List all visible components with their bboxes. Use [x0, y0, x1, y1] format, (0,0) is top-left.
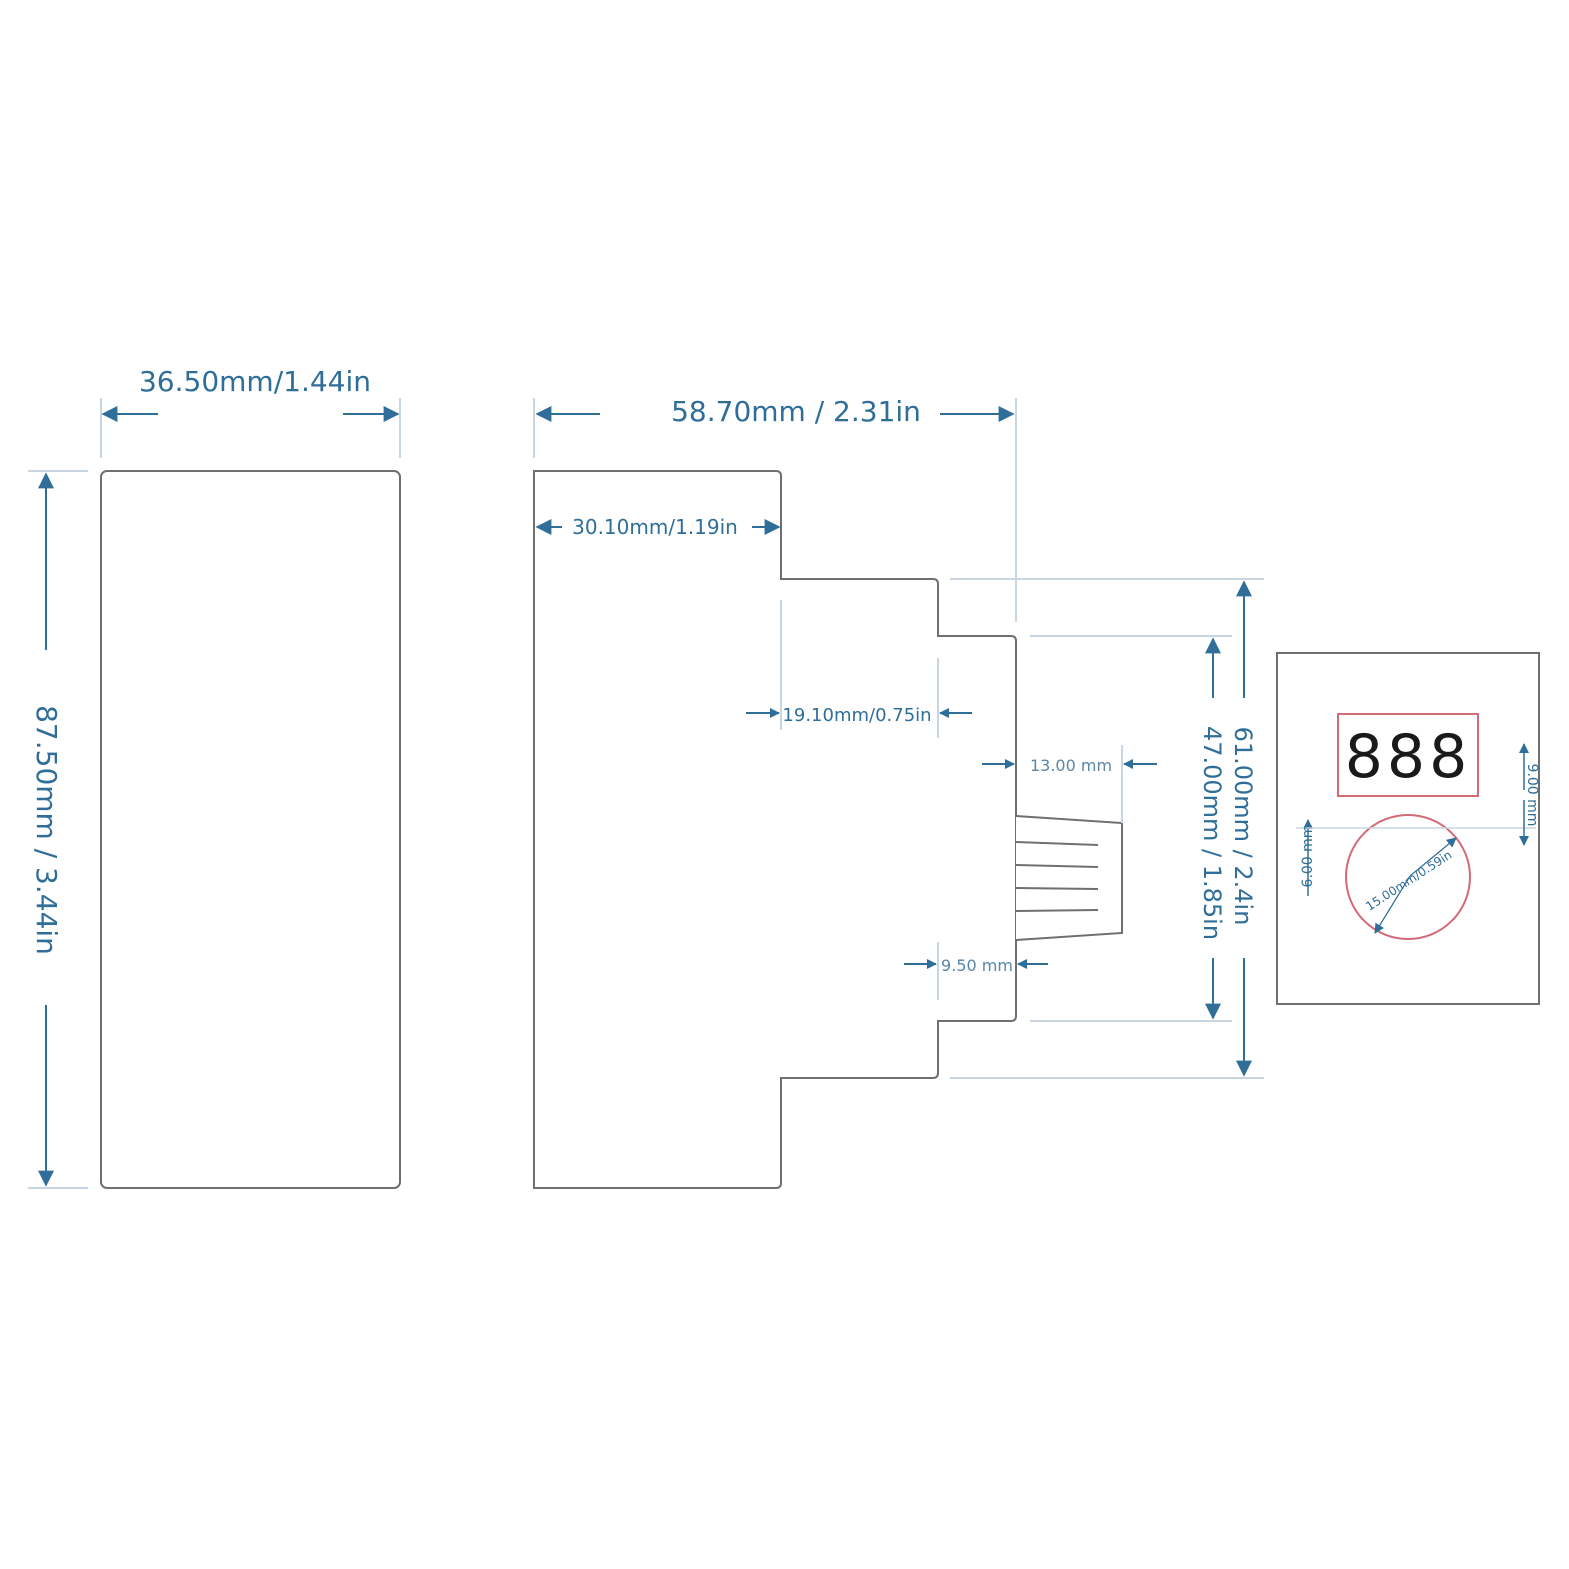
- front-view: 36.50mm/1.44in 87.50mm / 3.44in: [28, 365, 401, 1189]
- display-digits: 888: [1345, 722, 1472, 792]
- nose-depth-label: 9.50 mm: [941, 956, 1013, 975]
- side-housing-profile: [533, 470, 1017, 1189]
- left-gap-label: 6.00 mm: [1300, 825, 1316, 888]
- right-gap-dimension: 9.00 mm: [1519, 743, 1540, 846]
- knob-length-label: 13.00 mm: [1030, 756, 1112, 775]
- knob-length-dimension: 13.00 mm: [982, 756, 1157, 775]
- side-view: 58.70mm / 2.31in 30.10mm/1.19in 19.10mm/…: [533, 395, 1264, 1189]
- outer-height-dimension: 61.00mm / 2.4in: [1229, 580, 1257, 1077]
- left-gap-dimension: 6.00 mm: [1296, 819, 1536, 896]
- outer-height-label: 61.00mm / 2.4in: [1229, 727, 1257, 926]
- front-width-dimension: 36.50mm/1.44in: [101, 365, 400, 422]
- inner-height-dimension: 47.00mm / 1.85in: [1198, 637, 1226, 1020]
- front-housing: [100, 470, 401, 1189]
- display-window: [1337, 713, 1479, 797]
- inner-height-label: 47.00mm / 1.85in: [1198, 726, 1226, 940]
- front-height-dimension: 87.50mm / 3.44in: [30, 472, 63, 1187]
- upper-step-label: 30.10mm/1.19in: [572, 515, 738, 539]
- front-height-label: 87.50mm / 3.44in: [30, 705, 63, 955]
- middle-step-label: 19.10mm/0.75in: [782, 705, 931, 726]
- right-gap-label: 9.00 mm: [1524, 764, 1540, 827]
- upper-step-dimension: 30.10mm/1.19in: [535, 515, 781, 539]
- middle-step-dimension: 19.10mm/0.75in: [746, 705, 972, 726]
- face-view: 888 15.00mm/0.59in 6.00 mm 9.00 mm: [1276, 652, 1540, 1005]
- front-width-label: 36.50mm/1.44in: [139, 365, 371, 398]
- knob-circle: [1345, 814, 1471, 940]
- side-depth-dimension: 58.70mm / 2.31in: [535, 395, 1015, 428]
- nose-depth-dimension: 9.50 mm: [904, 956, 1048, 975]
- side-knob: [1015, 815, 1123, 941]
- side-depth-label: 58.70mm / 2.31in: [671, 395, 921, 428]
